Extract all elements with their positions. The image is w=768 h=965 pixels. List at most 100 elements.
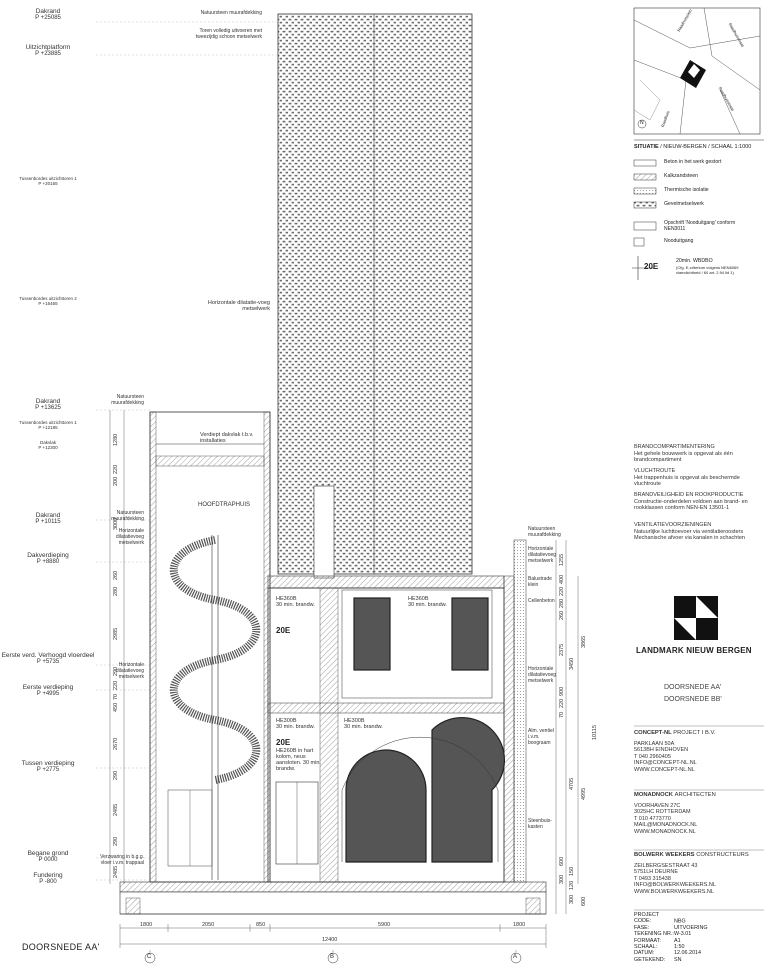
right-dimension-chain — [555, 540, 579, 914]
dim-label: 2985 — [113, 627, 119, 640]
section-note: Natuursteen muurafdekking — [528, 526, 561, 538]
dim-label: 260 — [113, 570, 119, 580]
section-note: Verdiept dakvlak t.b.v. installaties — [200, 432, 254, 444]
dim-label: 3000 — [113, 517, 119, 530]
stair-block — [149, 411, 271, 883]
dim-label: 1800 — [513, 922, 526, 928]
sheet-title: DOORSNEDE BB' — [664, 696, 722, 703]
dim-label: 4995 — [581, 787, 587, 800]
legend-item: Thermische isolatie — [664, 187, 709, 193]
dim-label: 400 — [559, 574, 565, 584]
title-block-rules — [634, 725, 764, 911]
section-note: Horizontale dilatatievoeg metselwerk — [528, 666, 557, 684]
situation-title: SITUATIE / NIEUW-BERGEN / SCHAAL 1:1000 — [634, 144, 752, 150]
dim-label: 2375 — [559, 643, 565, 656]
dim-label: 2050 — [202, 922, 215, 928]
main-section — [267, 539, 527, 883]
grid-label: C — [147, 954, 152, 960]
dim-label: 220 — [559, 698, 565, 708]
dim-label: 300 — [559, 874, 565, 884]
grid-bubble-b — [327, 952, 339, 964]
firm-block: BOLWERK WEEKERS CONSTRUCTEURS ZEILBERGSE… — [634, 852, 749, 895]
legend-fire-code: 20E — [644, 262, 659, 271]
drawing-label: DOORSNEDE AA' — [22, 942, 100, 952]
section-note: Alm. ventiel i.v.m. boograam — [528, 728, 554, 746]
tower-note: Natuursteen muurafdekking — [200, 10, 262, 16]
dim-label: 10115 — [592, 725, 598, 740]
project-title: LANDMARK NIEUW BERGEN — [636, 646, 752, 655]
dim-label: 2485 — [113, 803, 119, 816]
dim-label: 600 — [581, 896, 587, 906]
dim-label: 300 — [569, 894, 575, 904]
dim-label: 120 — [569, 880, 575, 890]
dim-label: 290 — [113, 770, 119, 780]
level-lines — [96, 21, 278, 881]
dim-label: 1255 — [559, 553, 565, 566]
dim-label: 70 — [113, 693, 119, 700]
dim-label: 3450 — [569, 657, 575, 670]
legend-item: 20min. WBDBO — [676, 258, 713, 264]
foundation — [119, 881, 547, 915]
section-note: Balustrade klein — [528, 576, 552, 588]
grid-bubble-a — [510, 952, 522, 964]
section-note: Horizontale dilatatievoeg metselwerk — [115, 662, 144, 680]
dim-label: 290 — [113, 666, 119, 676]
project-info: PROJECT CODE:NBG FASE:UITVOERING TEKENIN… — [634, 912, 708, 963]
section-note: HOOFDTRAPHUIS — [198, 502, 251, 508]
fire-rating-label: 20E — [276, 626, 291, 635]
dim-label: 220 — [559, 586, 565, 596]
dim-label: 450 — [113, 702, 119, 712]
dim-label: 150 — [569, 866, 575, 876]
dim-label: 280 — [559, 598, 565, 608]
beam-note: HE260B in hart kolom, neus aansloten. 30… — [276, 748, 321, 772]
fire-rating-label: 20E — [276, 738, 291, 747]
section-note: Horizontale dilatatievoeg metselwerk — [115, 528, 144, 546]
dim-total: 12400 — [322, 937, 338, 943]
sheet-title: DOORSNEDE AA' — [664, 684, 722, 691]
situation-map — [633, 7, 764, 141]
tower — [277, 13, 473, 579]
dim-label: 260 — [559, 610, 565, 620]
dim-label: 850 — [256, 922, 266, 928]
left-dimension-chain — [109, 410, 125, 884]
grid-bubble-c — [144, 952, 156, 964]
dim-label: 4705 — [569, 777, 575, 790]
dim-label: 2485 — [113, 865, 119, 878]
project-logo — [674, 596, 718, 640]
tower-note: Horizontale dilatatie-voeg metselwerk — [207, 300, 270, 312]
section-note: Verzwaring in b.g.g. vloer i.v.m. trappa… — [100, 854, 144, 866]
dim-label: 600 — [559, 856, 565, 866]
dim-label: 5900 — [378, 922, 391, 928]
section-note: Natuursteen muurafdekking — [111, 510, 144, 522]
dim-label: 280 — [113, 586, 119, 596]
legend-item: Kalkzandsteen — [664, 173, 699, 179]
legend-item-sub: (Cfg. E-criterium volgens NEN6069 vlamdi… — [676, 265, 739, 275]
section-note: Horizontale dilatatievoeg metselwerk — [528, 546, 557, 564]
legend-item: Beton in het werk gestort — [664, 159, 722, 165]
legend-item: Opschrift 'Nooduitgang' conform NEN3011 — [664, 220, 736, 232]
dim-label: 200 — [113, 476, 119, 486]
dim-label: 2670 — [113, 737, 119, 750]
dim-label: 220 — [113, 464, 119, 474]
legend-swatches — [632, 159, 657, 280]
dim-label: 290 — [113, 836, 119, 846]
